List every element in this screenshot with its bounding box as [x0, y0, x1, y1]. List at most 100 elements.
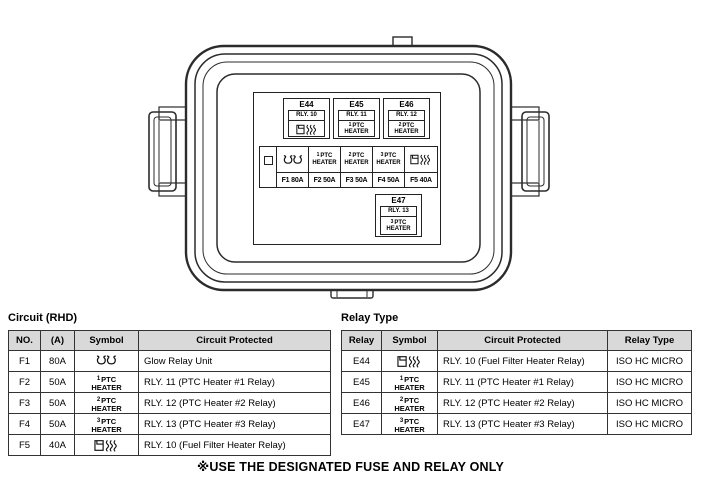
relay-type: ISO HC MICRO: [607, 392, 692, 414]
circuit-table-header-row: NO. (A) Symbol Circuit Protected: [8, 330, 331, 351]
ptc-number: 2: [398, 121, 402, 128]
ptc-heater-text: HEATER: [386, 226, 411, 232]
ptc-heater-text: HEATER: [91, 403, 122, 413]
relay-slot-id: E45: [349, 100, 364, 109]
col-header-no: NO.: [8, 330, 41, 351]
ptc-text: PTC: [101, 416, 117, 426]
circuit-protected: RLY. 10 (Fuel Filter Heater Relay): [437, 350, 608, 372]
ptc-top-line: 2 PTC: [349, 152, 365, 160]
ptc-text: PTC: [352, 122, 365, 129]
ptc-number: 1: [348, 121, 352, 128]
ptc-heater-symbol: 2 PTC HEATER: [394, 395, 424, 413]
ptc-top-line: 1 PTC: [316, 152, 333, 160]
ptc-top-line: 3 PTC: [96, 416, 117, 426]
ptc-top-line: 2 PTC: [399, 395, 420, 405]
circuit-protected: RLY. 13 (PTC Heater #3 Relay): [138, 413, 331, 435]
relay-name: RLY. 11: [339, 111, 374, 121]
table-row: F1 80A Glow Relay Unit: [8, 350, 331, 372]
fuse-amp: 50A: [40, 392, 75, 414]
ptc-text: PTC: [384, 153, 397, 159]
ptc-number: 3: [399, 417, 404, 424]
ptc-heater-symbol: 1 PTC HEATER: [344, 121, 368, 136]
ptc-text: PTC: [404, 395, 420, 405]
circuit-protected: RLY. 13 (PTC Heater #3 Relay): [437, 413, 608, 435]
ptc-text: PTC: [101, 374, 117, 384]
fuse-symbol-cell: [74, 434, 139, 456]
fuse-label: F1 80A: [281, 176, 304, 184]
relay-symbol-cell: 3 PTC HEATER: [381, 413, 438, 435]
cover-left-latch: [148, 106, 190, 197]
ptc-heater-symbol: 3 PTC HEATER: [91, 416, 121, 434]
col-header-relay: Relay: [341, 330, 382, 351]
fuse-cell-f2: 1 PTC HEATER F2 50A: [309, 147, 341, 187]
ptc-number: 3: [380, 152, 384, 158]
ptc-top-line: 1 PTC: [96, 374, 117, 384]
relay-slot-e45: E45 RLY. 11 1 PTC HEATER: [333, 98, 380, 139]
fuse-cell-f4: 3 PTC HEATER F4 50A: [373, 147, 405, 187]
ptc-top-line: 2 PTC: [398, 121, 415, 130]
fuse-symbol: 3 PTC HEATER: [373, 147, 404, 173]
ptc-text: PTC: [402, 122, 415, 129]
glow-relay-icon: [96, 355, 116, 365]
ptc-heater-text: HEATER: [394, 129, 419, 135]
ptc-text: PTC: [394, 219, 407, 226]
table-row: F5 40A RLY. 10 (Fuel Filter Heater Relay…: [8, 434, 331, 456]
cover-right-latch: [508, 106, 550, 197]
relay-symbol: 2 PTC HEATER: [389, 121, 424, 137]
relay-no: E45: [341, 371, 382, 393]
ptc-number: 3: [96, 417, 101, 424]
relay-slot-e46: E46 RLY. 12 2 PTC HEATER: [383, 98, 430, 139]
ptc-number: 3: [390, 218, 394, 225]
relay-no: E47: [341, 413, 382, 435]
fuel-filter-heater-icon: [397, 355, 420, 368]
fuel-filter-heater-icon: [295, 124, 316, 135]
fuse-amp: 50A: [40, 413, 75, 435]
fuse-amp: 80A: [40, 350, 75, 372]
ptc-number: 2: [96, 396, 101, 403]
ptc-heater-symbol: 1 PTC HEATER: [394, 374, 424, 392]
relay-type: ISO HC MICRO: [607, 413, 692, 435]
relay-table: Relay Symbol Circuit Protected Relay Typ…: [341, 330, 692, 435]
ptc-heater-symbol: 1 PTC HEATER: [312, 152, 337, 166]
ptc-top-line: 3 PTC: [390, 218, 407, 227]
relay-body: RLY. 11 1 PTC HEATER: [338, 110, 375, 137]
fuse-symbol-cell: 1 PTC HEATER: [74, 371, 139, 393]
ptc-text: PTC: [352, 153, 365, 159]
ptc-heater-text: HEATER: [376, 159, 401, 166]
ptc-heater-text: HEATER: [312, 159, 337, 166]
ptc-heater-text: HEATER: [394, 424, 425, 434]
relay-symbol-cell: [381, 350, 438, 372]
fuse-symbol: 2 PTC HEATER: [341, 147, 372, 173]
fuse-strip: F1 80A 1 PTC HEATER F2 50A 2 PTC: [259, 146, 438, 188]
table-row: E46 2 PTC HEATER RLY. 12 (PTC Heater #2 …: [341, 392, 692, 414]
relay-type: ISO HC MICRO: [607, 371, 692, 393]
relay-name: RLY. 10: [289, 111, 324, 121]
fuse-symbol-cell: 2 PTC HEATER: [74, 392, 139, 414]
relay-symbol: 1 PTC HEATER: [339, 121, 374, 137]
ptc-heater-symbol: 2 PTC HEATER: [91, 395, 122, 413]
fuse-label: F2 50A: [313, 176, 336, 184]
fuse-no: F5: [8, 434, 41, 456]
fuse-panel: E44 RLY. 10 E45 RLY. 11: [253, 92, 441, 245]
ptc-number: 1: [316, 152, 320, 158]
connector-square-icon: [263, 156, 273, 165]
table-row: E47 3 PTC HEATER RLY. 13 (PTC Heater #3 …: [341, 413, 692, 435]
fuse-no: F2: [8, 371, 41, 393]
relay-slot-id: E47: [391, 196, 406, 205]
ptc-text: PTC: [101, 395, 117, 405]
col-header-amp: (A): [40, 330, 75, 351]
relay-slot-e44: E44 RLY. 10: [283, 98, 330, 139]
ptc-number: 2: [399, 396, 404, 403]
ptc-top-line: 1 PTC: [348, 121, 365, 130]
fuse-cell-f5: F5 40A: [405, 147, 437, 187]
circuit-table-title: Circuit (RHD): [8, 312, 78, 324]
relay-body: RLY. 13 3 PTC HEATER: [380, 206, 417, 235]
fuse-cell-f3: 2 PTC HEATER F3 50A: [341, 147, 373, 187]
relay-name: RLY. 13: [381, 207, 416, 217]
ptc-text: PTC: [404, 374, 420, 384]
fuse-label: F5 40A: [410, 176, 432, 184]
ptc-heater-symbol: 2 PTC HEATER: [394, 121, 419, 136]
circuit-protected: RLY. 11 (PTC Heater #1 Relay): [437, 371, 608, 393]
relay-name: RLY. 12: [389, 111, 424, 121]
ptc-number: 1: [96, 375, 101, 382]
